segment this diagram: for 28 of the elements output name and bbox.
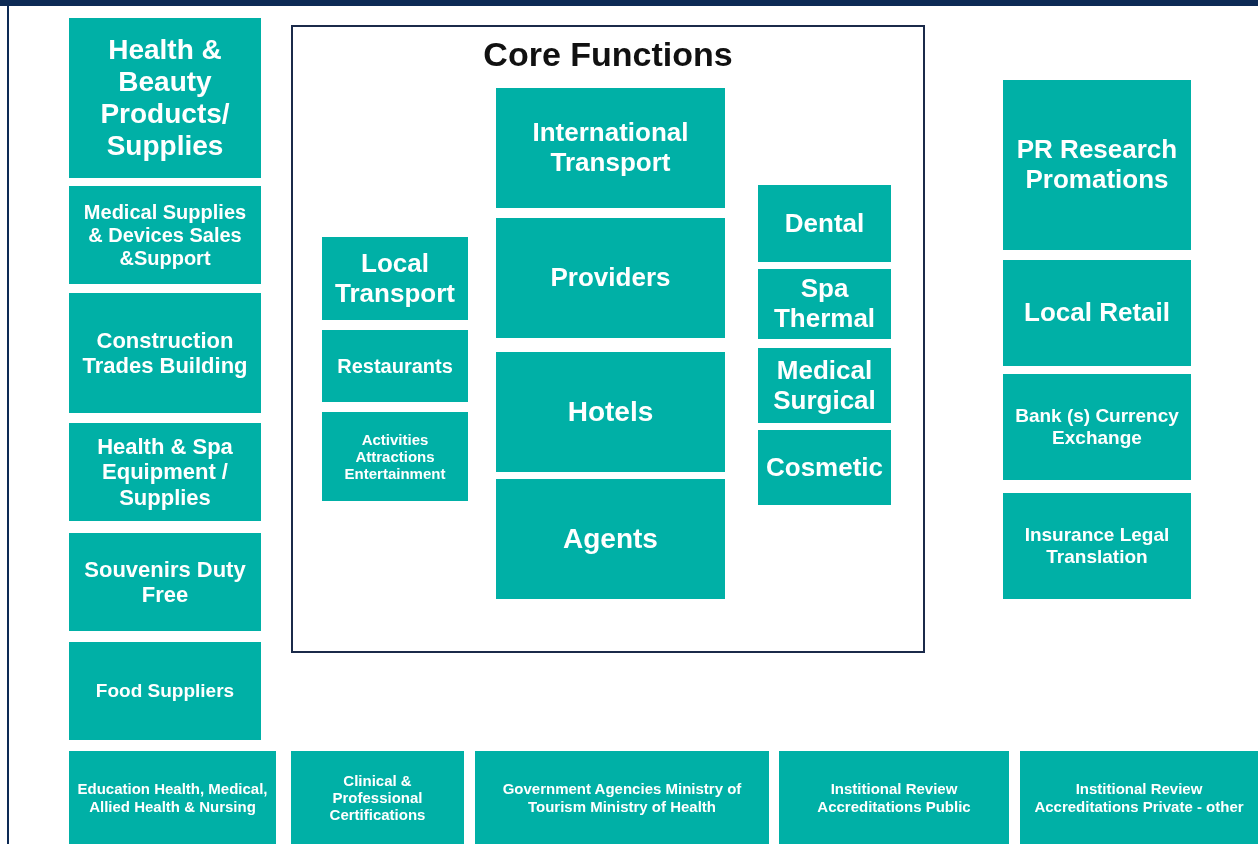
category-box: Bank (s) Currency Exchange [1003, 374, 1191, 480]
category-box: Activities Attractions Entertainment [322, 412, 468, 501]
category-box: Health & Spa Equipment / Supplies [69, 423, 261, 521]
category-box: Medical Supplies & Devices Sales &Support [69, 186, 261, 284]
category-box: Education Health, Medical, Allied Health & Nursing [69, 751, 276, 844]
category-box: Hotels [496, 352, 725, 472]
category-box: Restaurants [322, 330, 468, 402]
category-box: Agents [496, 479, 725, 599]
category-box: Institional Review Accreditations Private - other [1020, 751, 1258, 844]
category-box: Food Suppliers [69, 642, 261, 740]
category-box: Construction Trades Building [69, 293, 261, 413]
category-box: Local Retail [1003, 260, 1191, 366]
category-box: Medical Surgical [758, 348, 891, 423]
category-box: Providers [496, 218, 725, 338]
category-box: Local Transport [322, 237, 468, 320]
category-box: Insurance Legal Translation [1003, 493, 1191, 599]
group-frame [291, 25, 925, 653]
category-box: Government Agencies Ministry of Tourism Ministry of Health [475, 751, 769, 844]
category-box: Souvenirs Duty Free [69, 533, 261, 631]
group-title: Core Functions [482, 35, 734, 74]
category-box: PR Research Promations [1003, 80, 1191, 250]
category-box: Spa Thermal [758, 269, 891, 339]
category-box: Dental [758, 185, 891, 262]
category-box: Health & Beauty Products/ Supplies [69, 18, 261, 178]
category-box: Cosmetic [758, 430, 891, 505]
category-box: Clinical & Professional Certifications [291, 751, 464, 844]
category-box: International Transport [496, 88, 725, 208]
category-box: Institional Review Accreditations Public [779, 751, 1009, 844]
